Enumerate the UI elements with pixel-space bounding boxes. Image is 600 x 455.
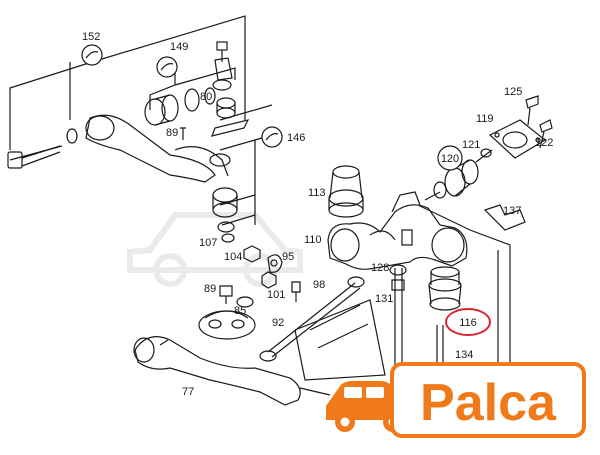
label-121: 121 [462,139,480,151]
label-131: 131 [375,293,393,305]
label-128: 128 [371,262,389,274]
highlight-116: 116 [445,308,491,336]
label-146: 146 [287,132,305,144]
label-116: 116 [459,317,477,329]
label-110: 110 [304,234,322,246]
strut-mount-group [417,95,553,375]
label-113: 113 [308,187,326,199]
bracket-parts-group [198,245,301,340]
label-152: 152 [82,31,100,43]
label-98: 98 [313,279,325,291]
label-80: 80 [200,91,212,103]
label-122: 122 [535,137,553,149]
label-95: 95 [282,251,294,263]
label-134: 134 [455,349,473,361]
label-149: 149 [170,41,188,53]
label-125: 125 [504,86,522,98]
part-labels: 152 149 80 89 146 125 119 122 121 113 13… [82,31,553,398]
palca-logo: Palca [326,362,586,438]
upper-arm-group [7,15,273,243]
label-119: 119 [476,113,494,125]
label-77: 77 [182,386,194,398]
callout-wrench-icon [81,44,283,148]
label-107: 107 [199,237,217,249]
logo-text: Palca [420,374,557,432]
label-101: 101 [267,289,285,301]
label-89a: 89 [166,127,178,139]
label-85: 85 [234,305,246,317]
label-92: 92 [272,317,284,329]
label-120: 120 [441,153,459,165]
lower-arm-group [133,276,386,406]
callout-120: 120 [437,145,463,171]
subframe-group [327,165,468,270]
label-137: 137 [503,205,521,217]
watermark-car-icon [127,212,303,287]
label-89b: 89 [204,283,216,295]
label-104: 104 [224,251,242,263]
